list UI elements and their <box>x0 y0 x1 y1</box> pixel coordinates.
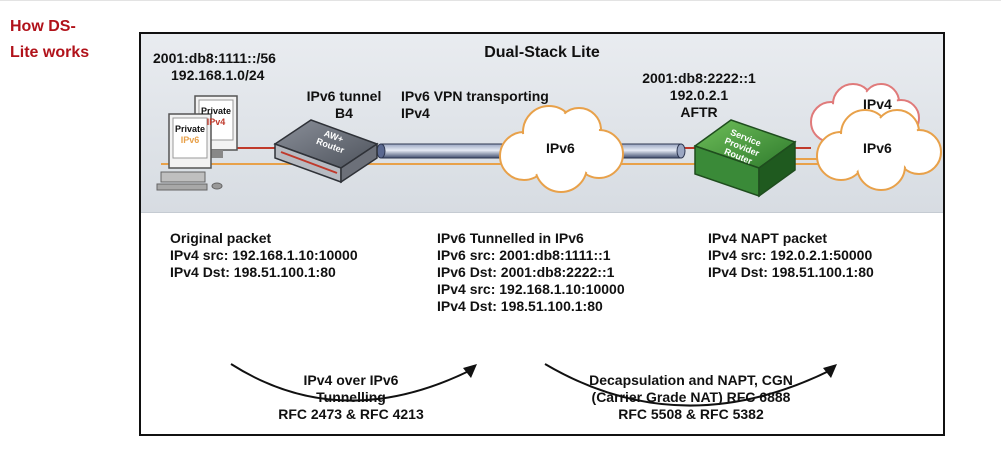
original-packet-dst: IPv4 Dst: 198.51.100.1:80 <box>170 264 336 280</box>
pc-ipv6-label-line2: IPv6 <box>180 135 200 145</box>
aftr-name: AFTR <box>680 104 718 120</box>
diagram-title: Dual-Stack Lite <box>484 44 600 61</box>
tunnelled-packet-title: IPv6 Tunnelled in IPv6 <box>437 230 584 246</box>
b4-label-line1: IPv6 tunnel <box>306 88 382 104</box>
right-arc-arrow <box>544 363 832 407</box>
arc-left-line3: RFC 2473 & RFC 4213 <box>278 406 424 422</box>
arc-right-label: Decapsulation and NAPT, CGN (Carrier Gra… <box>561 372 821 423</box>
pc-ipv4-label: Private IPv4 <box>199 106 233 128</box>
arc-right-line1: Decapsulation and NAPT, CGN <box>589 372 793 388</box>
pc-ipv4-label-line2: IPv4 <box>206 117 226 127</box>
client-ipv4-subnet: 192.168.1.0/24 <box>171 67 265 83</box>
tunnel-label: IPv6 VPN transporting IPv4 <box>401 88 549 122</box>
tunnel-label-line2: IPv4 <box>401 105 430 121</box>
arc-left-line1: IPv4 over IPv6 <box>303 372 399 388</box>
tunnel-label-line1: IPv6 VPN transporting <box>401 88 549 104</box>
original-packet: Original packet IPv4 src: 192.168.1.10:1… <box>170 230 358 281</box>
tunnelled-packet-ipv4-src: IPv4 src: 192.168.1.10:10000 <box>437 281 625 297</box>
ds-lite-diagram: Dual-Stack Lite 2001:db8:1111::/56 192.1… <box>139 32 945 436</box>
private-ipv6-pc <box>156 113 223 191</box>
tunnelled-packet-ipv6-dst: IPv6 Dst: 2001:db8:2222::1 <box>437 264 615 280</box>
cloud-right-ipv6-label: IPv6 <box>863 140 892 156</box>
heading-line-1: How DS- <box>10 18 76 35</box>
b4-router-device <box>273 119 379 184</box>
cloud-right-ipv4-label: IPv4 <box>863 96 892 112</box>
arc-right-line2: (Carrier Grade NAT) RFC 6888 <box>591 389 791 405</box>
diagram-graphics <box>156 83 942 407</box>
aftr-ipv4-address: 192.0.2.1 <box>669 87 729 103</box>
left-arc-arrow <box>230 363 472 402</box>
section-heading: How DS- Lite works <box>10 14 120 66</box>
pc-ipv6-label-line1: Private <box>174 124 206 134</box>
napt-packet-title: IPv4 NAPT packet <box>708 230 828 246</box>
arc-left-label: IPv4 over IPv6 Tunnelling RFC 2473 & RFC… <box>251 372 451 423</box>
original-packet-title: Original packet <box>170 230 272 246</box>
napt-packet-src: IPv4 src: 192.0.2.1:50000 <box>708 247 873 263</box>
original-packet-src: IPv4 src: 192.168.1.10:10000 <box>170 247 358 263</box>
service-provider-router-device <box>693 119 797 198</box>
b4-tunnel-label: IPv6 tunnel B4 <box>289 88 399 122</box>
napt-packet-dst: IPv4 Dst: 198.51.100.1:80 <box>708 264 874 280</box>
pc-ipv4-label-line1: Private <box>200 106 232 116</box>
pc-ipv6-label: Private IPv6 <box>173 124 207 146</box>
aftr-labels: 2001:db8:2222::1 192.0.2.1 AFTR <box>619 70 779 121</box>
b4-label-line2: B4 <box>335 105 353 121</box>
heading-line-2: Lite works <box>10 44 90 61</box>
arc-right-line3: RFC 5508 & RFC 5382 <box>618 406 764 422</box>
aftr-ipv6-address: 2001:db8:2222::1 <box>642 70 756 86</box>
napt-packet: IPv4 NAPT packet IPv4 src: 192.0.2.1:500… <box>708 230 874 281</box>
client-ipv6-prefix: 2001:db8:1111::/56 <box>153 50 276 66</box>
tunnelled-packet-ipv6-src: IPv6 src: 2001:db8:1111::1 <box>437 247 611 263</box>
cloud-middle-label: IPv6 <box>546 140 575 156</box>
tunnelled-packet-ipv4-dst: IPv4 Dst: 198.51.100.1:80 <box>437 298 603 314</box>
arc-left-line2: Tunnelling <box>316 389 386 405</box>
top-divider <box>0 0 1001 1</box>
tunnelled-packet: IPv6 Tunnelled in IPv6 IPv6 src: 2001:db… <box>437 230 625 315</box>
